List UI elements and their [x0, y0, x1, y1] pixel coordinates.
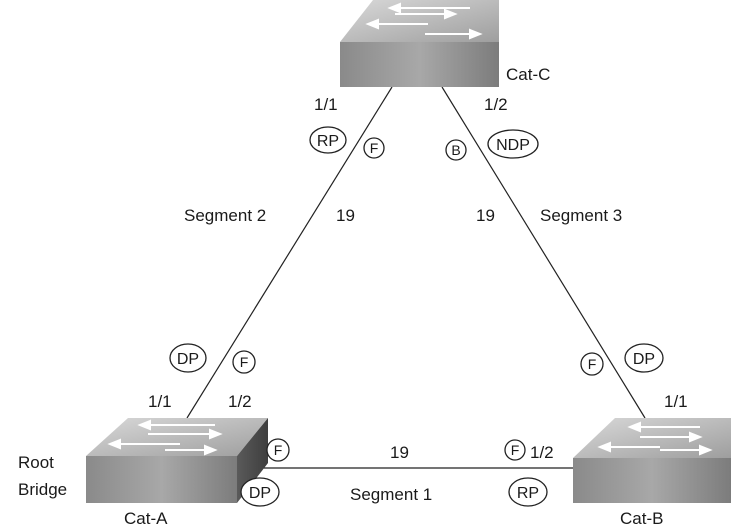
- switch-cat-a: [86, 418, 268, 503]
- switch-cat-b: [573, 418, 731, 503]
- cat-c-port-1-2-id: 1/2: [484, 95, 508, 114]
- cat-b-port-1-1-state-badge: F: [580, 352, 604, 376]
- segment-3-cost: 19: [476, 206, 495, 225]
- cat-b-label: Cat-B: [620, 509, 663, 528]
- cat-c-port-1-2-role-badge: NDP: [487, 129, 539, 159]
- cat-b-port-1-2-id: 1/2: [530, 443, 554, 462]
- switch-cat-c: [340, 0, 499, 87]
- cat-c-port-1-2-state-badge: B: [445, 139, 467, 161]
- segment-3-link: [441, 86, 646, 419]
- cat-b-port-1-2-role-badge: RP: [508, 477, 548, 507]
- switch-arrows-icon: [365, 2, 483, 40]
- cat-a-port-1-1-role-badge: DP: [169, 343, 207, 373]
- svg-text:F: F: [588, 356, 597, 372]
- cat-b-port-1-2-state-badge: F: [504, 439, 526, 461]
- cat-b-port-1-1-id: 1/1: [664, 392, 688, 411]
- svg-text:NDP: NDP: [496, 137, 530, 154]
- segment-2-link: [186, 86, 393, 419]
- svg-text:RP: RP: [317, 133, 339, 150]
- cat-a-port-1-2-role-badge: DP: [240, 477, 280, 507]
- root-bridge-label-line2: Bridge: [18, 480, 67, 499]
- cat-a-label: Cat-A: [124, 509, 168, 528]
- segment-2-cost: 19: [336, 206, 355, 225]
- cat-a-port-1-2-id: 1/2: [228, 392, 252, 411]
- svg-text:F: F: [240, 354, 249, 370]
- svg-text:DP: DP: [249, 485, 271, 502]
- switch-arrows-icon: [597, 421, 713, 456]
- cat-a-port-1-1-id: 1/1: [148, 392, 172, 411]
- segment-1-label: Segment 1: [350, 485, 432, 504]
- svg-text:F: F: [274, 442, 283, 458]
- cat-c-port-1-1-role-badge: RP: [309, 126, 347, 154]
- svg-text:B: B: [451, 142, 460, 158]
- svg-text:RP: RP: [517, 485, 539, 502]
- svg-text:F: F: [511, 442, 520, 458]
- cat-c-label: Cat-C: [506, 65, 550, 84]
- svg-text:F: F: [370, 140, 379, 156]
- cat-c-port-1-1-state-badge: F: [363, 137, 385, 159]
- root-bridge-label-line1: Root: [18, 453, 54, 472]
- cat-a-port-1-1-state-badge: F: [232, 350, 256, 374]
- cat-c-port-1-1-id: 1/1: [314, 95, 338, 114]
- switch-arrows-icon: [107, 419, 223, 456]
- segment-2-label: Segment 2: [184, 206, 266, 225]
- cat-b-port-1-1-role-badge: DP: [624, 343, 664, 373]
- svg-text:DP: DP: [633, 351, 655, 368]
- svg-text:DP: DP: [177, 351, 199, 368]
- segment-1-cost: 19: [390, 443, 409, 462]
- segment-3-label: Segment 3: [540, 206, 622, 225]
- cat-a-port-1-2-state-badge: F: [266, 438, 290, 462]
